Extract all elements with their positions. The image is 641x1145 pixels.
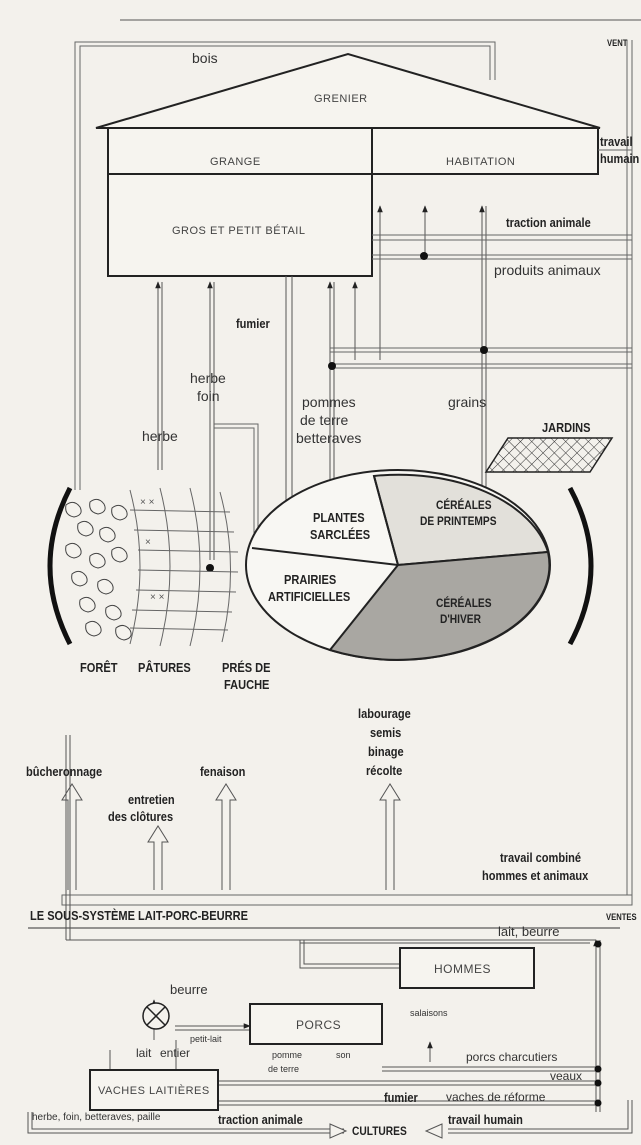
porcs-label: PORCS xyxy=(296,1018,342,1032)
herbe-foin-label-2: foin xyxy=(197,388,220,404)
patures-label: PÂTURES xyxy=(138,660,191,675)
forest-area xyxy=(65,498,132,641)
labourage-label-2: semis xyxy=(370,725,402,740)
pommes-label-3: betteraves xyxy=(296,430,362,446)
pommes-label-2: de terre xyxy=(300,412,349,428)
hommes-label: HOMMES xyxy=(434,962,491,976)
lait-entier-label-1: lait xyxy=(136,1046,152,1060)
herbe-foin-bottom-label: herbe, foin, betteraves, paille xyxy=(32,1112,161,1123)
gros-betail-label: GROS ET PETIT BÉTAIL xyxy=(172,225,306,237)
subsystem-lines xyxy=(27,735,633,1139)
bucheronnage-label: bûcheronnage xyxy=(26,764,103,779)
outer-frame xyxy=(61,40,633,906)
travail-combine-label-2: hommes et animaux xyxy=(482,868,589,883)
grenier-label: GRENIER xyxy=(314,93,368,105)
vaches-box xyxy=(89,1069,219,1111)
labourage-label-4: récolte xyxy=(366,763,403,778)
jardins-label: JARDINS xyxy=(542,420,591,435)
entretien-label-2: des clôtures xyxy=(108,809,174,824)
svg-text:× ×: × × xyxy=(150,592,165,603)
son-label: son xyxy=(336,1050,351,1060)
pomme-label-1: pomme xyxy=(272,1050,303,1060)
fenaison-label: fenaison xyxy=(200,764,246,779)
foret-label: FORÊT xyxy=(80,660,118,675)
fumier-bottom-label: fumier xyxy=(384,1090,418,1105)
ventes-label: VENT xyxy=(607,38,628,48)
porcs-box xyxy=(249,1003,383,1045)
salaisons-label: salaisons xyxy=(410,1008,448,1018)
lait-beurre-label: lait, beurre xyxy=(498,924,560,939)
pres-label-2: FAUCHE xyxy=(224,677,270,692)
herbe-foin-label-1: herbe xyxy=(190,370,226,386)
grange-label: GRANGE xyxy=(210,156,261,168)
subsystem-title: LE SOUS-SYSTÈME LAIT-PORC-BEURRE xyxy=(30,908,248,923)
bois-label: bois xyxy=(192,50,218,66)
hommes-box xyxy=(399,947,535,989)
pres-label-1: PRÉS DE xyxy=(222,660,271,675)
cereales-hiver-label-2: D'HIVER xyxy=(440,612,481,626)
separator-icon xyxy=(142,1002,170,1030)
labor-arrows xyxy=(61,783,401,890)
traction-animale-label: traction animale xyxy=(506,215,591,230)
humain-label: humain xyxy=(600,151,640,166)
farmhouse xyxy=(95,52,601,277)
veaux-label: veaux xyxy=(550,1069,583,1083)
entretien-label-1: entretien xyxy=(128,792,175,807)
ventes-bottom-label: VENTES xyxy=(606,912,637,922)
cultures-label: CULTURES xyxy=(352,1124,407,1138)
prairies-label-1: PRAIRIES xyxy=(284,572,337,587)
fumier-label: fumier xyxy=(236,316,270,331)
plantes-label-1: PLANTES xyxy=(313,510,365,525)
habitation-label: HABITATION xyxy=(446,156,516,168)
upward-flows xyxy=(155,205,487,610)
pomme-label-2: de terre xyxy=(268,1064,300,1074)
herbe-label: herbe xyxy=(142,428,178,444)
prairies-label-2: ARTIFICIELLES xyxy=(268,589,351,604)
jardins-plot xyxy=(484,437,614,473)
produits-animaux-label: produits animaux xyxy=(494,262,601,278)
vaches-laitieres-label: VACHES LAITIÈRES xyxy=(98,1085,210,1097)
cereales-printemps-label-2: DE PRINTEMPS xyxy=(420,514,497,528)
beurre-label: beurre xyxy=(170,982,208,997)
porcs-charcutiers-label: porcs charcutiers xyxy=(466,1050,558,1064)
travail-humain-bottom-label: travail humain xyxy=(448,1112,523,1127)
svg-text:× ×: × × xyxy=(140,497,155,508)
crop-rotation-ellipse xyxy=(245,469,551,661)
labourage-label-3: binage xyxy=(368,744,404,759)
cereales-printemps-label-1: CÉRÉALES xyxy=(436,498,492,512)
pommes-label-1: pommes xyxy=(302,394,356,410)
cereales-hiver-label-1: CÉRÉALES xyxy=(436,596,492,610)
svg-text:×: × xyxy=(145,537,151,548)
lait-entier-label-2: entier xyxy=(160,1046,191,1060)
left-bracket xyxy=(47,486,73,646)
right-bracket xyxy=(567,486,594,646)
vaches-reforme-label: vaches de réforme xyxy=(446,1090,546,1104)
labourage-label-1: labourage xyxy=(358,706,411,721)
petit-lait-label: petit-lait xyxy=(190,1034,222,1044)
pasture-area: × × × × × xyxy=(129,487,239,647)
subsystem-dots xyxy=(594,940,602,1107)
plantes-label-2: SARCLÉES xyxy=(310,527,371,542)
travail-label: travail xyxy=(600,134,633,149)
travail-combine-label-1: travail combiné xyxy=(500,850,582,865)
traction-animale-bottom-label: traction animale xyxy=(218,1112,303,1127)
grains-label: grains xyxy=(448,394,487,410)
